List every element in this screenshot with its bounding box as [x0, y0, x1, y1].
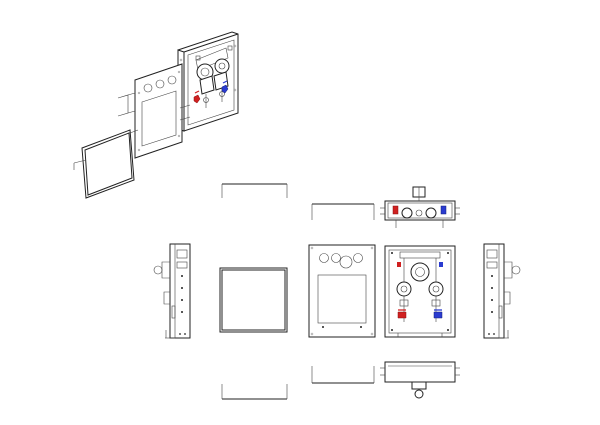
front-cover-view [219, 267, 288, 333]
iso-front-panel [134, 63, 183, 159]
panel-top-edge-view [311, 203, 375, 220]
left-side-view [153, 243, 191, 339]
right-side-view [483, 243, 521, 339]
cover-bottom-edge-view [221, 384, 288, 400]
panel-view-group [308, 203, 376, 384]
bottom-view [380, 361, 460, 399]
iso-hot-valve-marker [193, 90, 201, 104]
iso-cold-valve-marker [221, 80, 229, 94]
iso-mounting-bracket [117, 92, 191, 121]
panel-bottom-edge-view [311, 366, 375, 384]
iso-cover-door [73, 129, 139, 199]
cover-view-group [219, 183, 288, 400]
open-unit-front-view [384, 245, 456, 338]
top-view [380, 186, 460, 228]
isometric-exploded-view [73, 31, 239, 199]
cover-top-edge-view [221, 183, 288, 198]
front-panel-view [308, 244, 376, 338]
